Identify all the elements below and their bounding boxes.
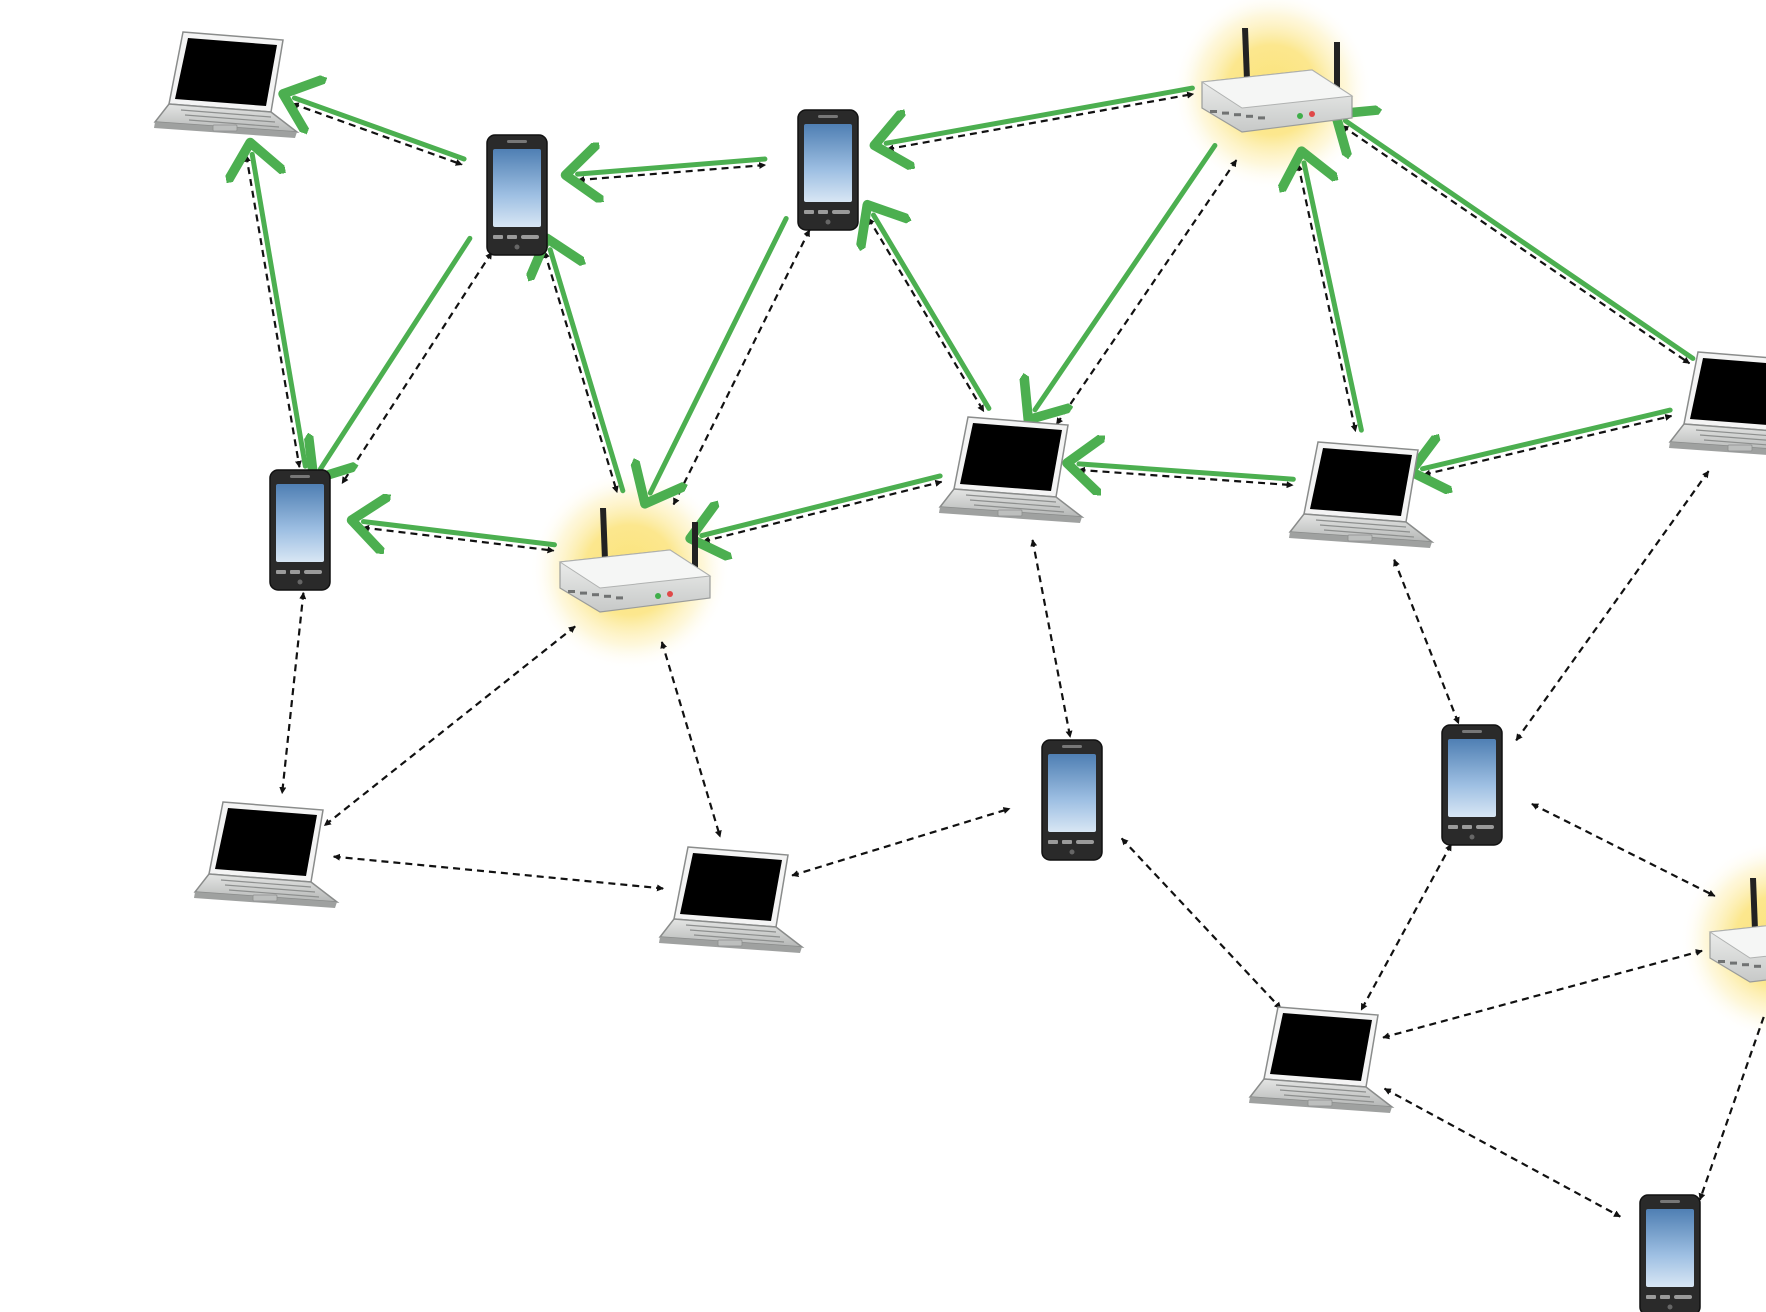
- flow-laptop-2-router-2: [702, 473, 943, 536]
- link-router-2-laptop-5: [323, 625, 576, 827]
- smartphone-icon: [486, 134, 548, 256]
- wifi-router-icon: [558, 508, 712, 613]
- smartphone-icon: [1041, 739, 1103, 861]
- flow-router-1-phone-2: [886, 85, 1195, 143]
- link-laptop-2-phone-4: [1030, 539, 1073, 738]
- link-laptop-6-phone-4: [791, 807, 1011, 877]
- flow-laptop-2-phone-2: [874, 215, 992, 411]
- flow-phone-2-phone-1: [578, 159, 768, 174]
- device-nodes-layer: [153, 28, 1766, 1312]
- flow-phone-1-phone-3: [320, 235, 473, 469]
- flow-laptop-3-router-1: [1304, 163, 1364, 433]
- flow-router-2-phone-3: [363, 522, 557, 545]
- link-laptop-1-phone-1: [291, 102, 463, 166]
- flow-laptop-4-laptop-3: [1422, 407, 1673, 469]
- link-laptop-4-phone-5: [1515, 470, 1710, 742]
- link-router-3-phone-6: [1698, 1016, 1765, 1201]
- flow-laptop-3-laptop-2: [1079, 464, 1296, 479]
- link-phone-4-laptop-7: [1120, 837, 1282, 1010]
- link-router-1-laptop-2: [1055, 159, 1238, 426]
- smartphone-icon: [269, 469, 331, 591]
- dashed-links-layer: [243, 91, 1765, 1218]
- link-laptop-3-laptop-4: [1423, 413, 1673, 477]
- wifi-router-icon: [1708, 878, 1766, 983]
- link-phone-5-router-3: [1531, 802, 1716, 897]
- link-phone-5-laptop-7: [1360, 843, 1453, 1011]
- flow-laptop-4-router-1: [1345, 121, 1696, 361]
- green-flow-arrows-layer: [252, 85, 1696, 545]
- laptop-icon: [1288, 441, 1435, 548]
- link-laptop-1-phone-3: [243, 154, 302, 468]
- link-laptop-7-phone-6: [1383, 1087, 1621, 1218]
- laptop-icon: [1668, 351, 1766, 455]
- wifi-router-icon: [1200, 28, 1354, 133]
- laptop-icon: [1248, 1006, 1395, 1113]
- smartphone-icon: [1639, 1194, 1701, 1312]
- link-phone-1-router-2: [542, 250, 619, 494]
- link-phone-1-phone-3: [341, 251, 493, 484]
- laptop-icon: [153, 31, 300, 138]
- smartphone-icon: [797, 109, 859, 231]
- smartphone-icon: [1441, 724, 1503, 846]
- link-router-1-laptop-4: [1341, 124, 1691, 365]
- link-laptop-7-router-3: [1382, 949, 1703, 1040]
- link-laptop-5-laptop-6: [332, 853, 664, 892]
- laptop-icon: [938, 416, 1085, 523]
- flow-phone-1-laptop-1: [294, 98, 467, 162]
- link-phone-2-laptop-2: [867, 217, 985, 413]
- link-phone-1-phone-2: [577, 162, 767, 184]
- link-router-2-laptop-6: [660, 641, 722, 838]
- laptop-icon: [658, 846, 805, 953]
- flow-phone-3-laptop-1: [252, 154, 308, 469]
- laptop-icon: [193, 801, 340, 908]
- link-phone-2-router-2: [672, 229, 811, 506]
- flow-phone-2-router-2: [650, 215, 789, 493]
- flow-router-2-phone-1: [550, 250, 626, 494]
- link-router-2-laptop-2: [702, 479, 943, 544]
- link-phone-2-router-1: [886, 91, 1195, 152]
- link-laptop-3-phone-5: [1393, 558, 1460, 725]
- flow-router-1-laptop-2: [1035, 142, 1218, 409]
- link-router-1-laptop-3: [1296, 163, 1358, 433]
- link-phone-3-laptop-5: [279, 592, 307, 795]
- link-phone-3-router-2: [362, 524, 555, 554]
